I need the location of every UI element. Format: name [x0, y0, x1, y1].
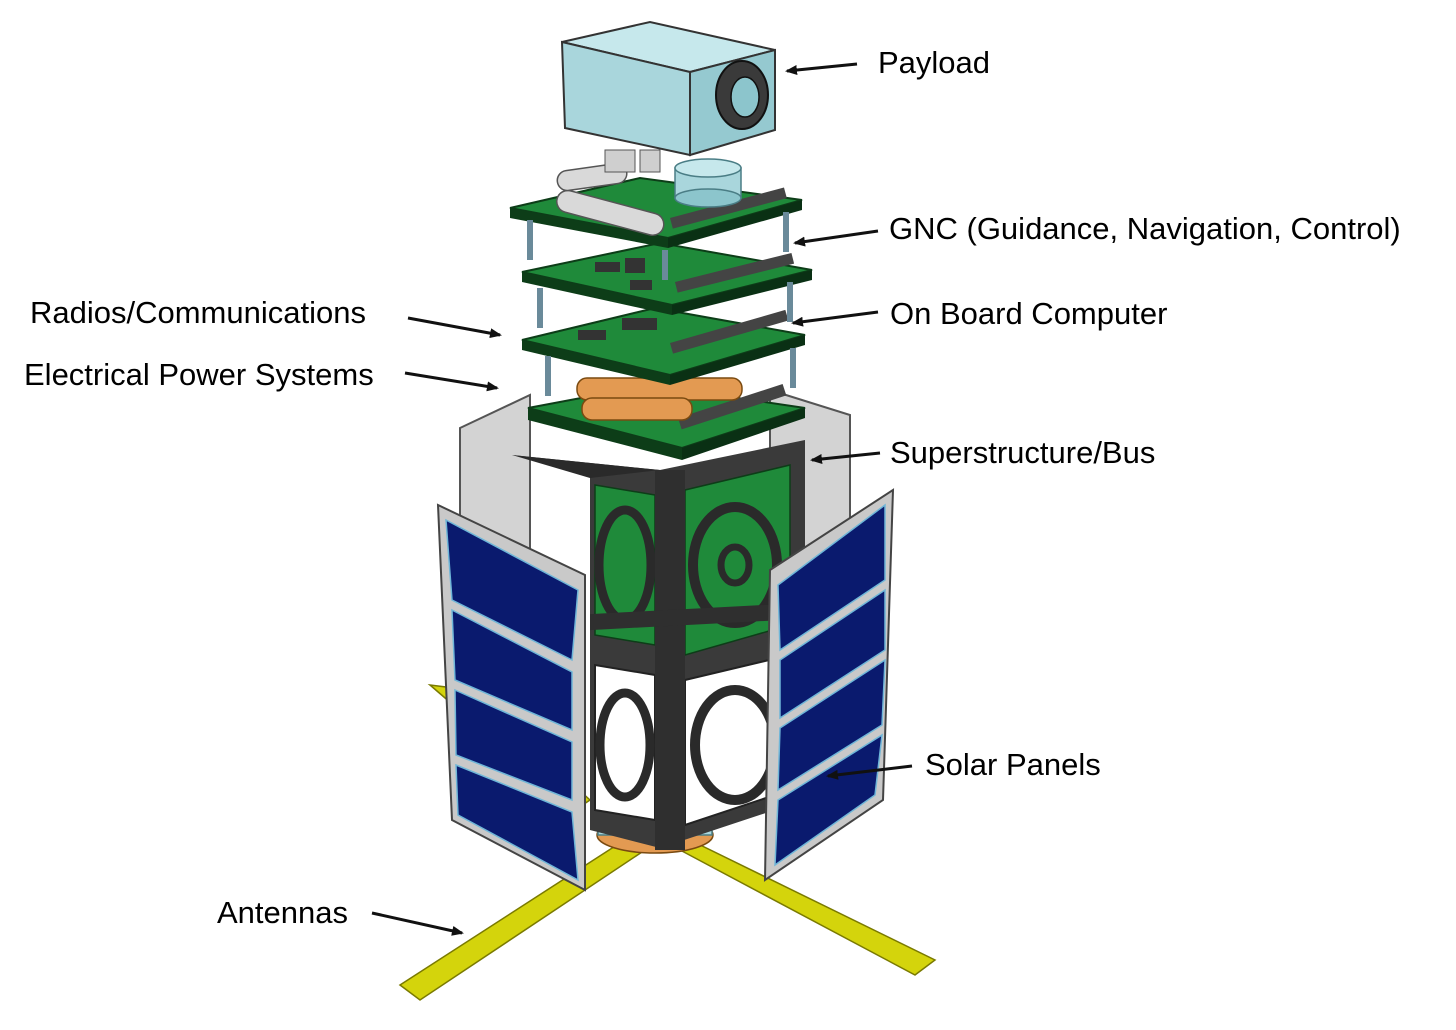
label-radios: Radios/Communications: [30, 295, 366, 330]
label-solar: Solar Panels: [925, 747, 1101, 782]
arrow-obc: [791, 310, 879, 327]
leader-arrows: [371, 62, 913, 936]
standoffs: [527, 212, 796, 396]
payload-camera: [560, 20, 776, 173]
label-eps: Electrical Power Systems: [24, 357, 374, 392]
arrow-eps: [404, 371, 499, 392]
solar-panel-left: [436, 503, 586, 892]
gnc-board: [509, 158, 803, 248]
arrow-payload: [785, 62, 858, 75]
arrow-antennas: [371, 911, 464, 936]
label-superstructure: Superstructure/Bus: [890, 435, 1156, 470]
arrow-radios: [407, 316, 502, 339]
solar-panel-right: [763, 488, 895, 882]
arrow-superstructure: [810, 451, 881, 464]
arrow-gnc: [793, 229, 879, 247]
label-antennas: Antennas: [217, 895, 348, 930]
label-obc: On Board Computer: [890, 296, 1168, 331]
arrow-solar: [826, 764, 913, 780]
radio-board: [521, 306, 806, 385]
eps-board: [527, 377, 806, 460]
label-gnc: GNC (Guidance, Navigation, Control): [889, 211, 1401, 246]
label-payload: Payload: [878, 45, 991, 80]
